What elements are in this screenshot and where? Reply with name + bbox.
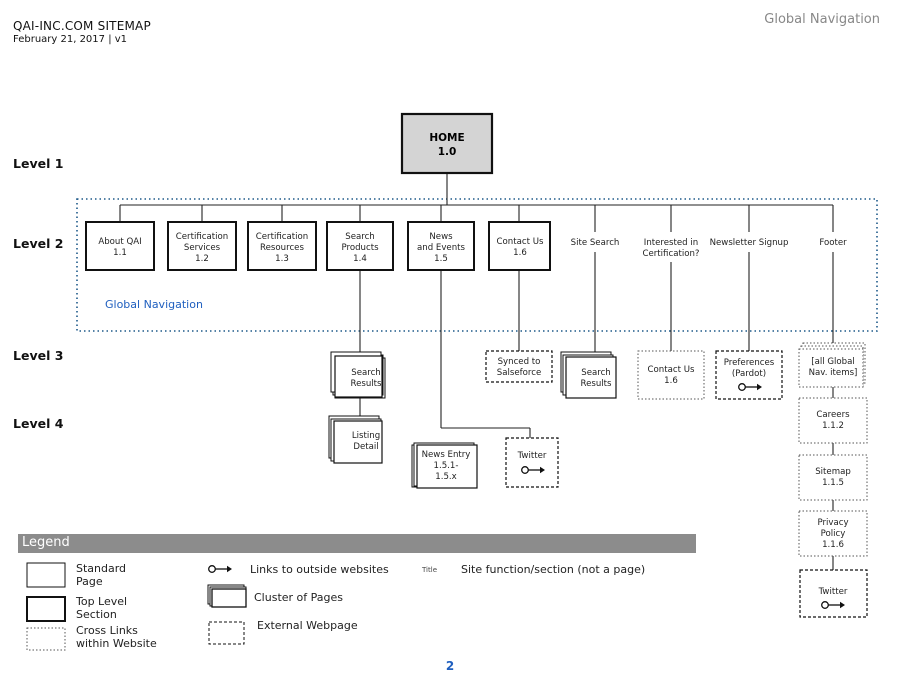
legend-top-level-swatch	[26, 596, 66, 622]
svg-text:1.5.x: 1.5.x	[435, 472, 456, 482]
legend-cluster-swatch	[207, 584, 247, 608]
svg-text:1.1.2: 1.1.2	[822, 421, 844, 431]
node-about-qai: About QAI 1.1	[85, 221, 155, 271]
node-search-results-site: Search Results	[560, 351, 617, 399]
svg-text:Certification: Certification	[256, 232, 308, 242]
svg-text:Search: Search	[345, 232, 375, 242]
node-certification-services: Certification Services 1.2	[167, 221, 237, 271]
node-interested-in-certification: Interested in Certification?	[642, 238, 699, 259]
node-careers: Careers 1.1.2	[798, 397, 868, 444]
legend-outside-link-icon	[208, 565, 233, 573]
legend-external-swatch	[208, 621, 245, 645]
svg-text:1.3: 1.3	[275, 254, 289, 264]
node-news-and-events: News and Events 1.5	[407, 221, 475, 271]
svg-text:Certification?: Certification?	[642, 249, 699, 259]
svg-text:Privacy: Privacy	[817, 518, 848, 528]
svg-text:1.5: 1.5	[434, 254, 448, 264]
svg-text:Careers: Careers	[816, 410, 850, 420]
svg-text:1.0: 1.0	[438, 146, 457, 158]
svg-text:News Entry: News Entry	[422, 450, 471, 460]
node-listing-detail: Listing Detail	[328, 415, 383, 464]
svg-text:1.1.5: 1.1.5	[822, 478, 844, 488]
svg-text:Products: Products	[341, 243, 379, 253]
svg-text:Contact Us: Contact Us	[648, 365, 695, 375]
global-navigation-region	[76, 198, 878, 332]
level-3-label: Level 3	[13, 348, 64, 363]
sitemap-title: QAI-INC.COM SITEMAP	[13, 19, 151, 33]
svg-text:1.4: 1.4	[353, 254, 367, 264]
node-preferences-pardot: Preferences (Pardot)	[715, 350, 783, 400]
svg-text:HOME: HOME	[429, 132, 464, 144]
svg-text:1.1: 1.1	[113, 248, 127, 258]
legend-symbols	[26, 562, 247, 651]
node-contact-us-crosslink: Contact Us 1.6	[637, 350, 705, 400]
node-search-results-products: Search Results	[330, 351, 386, 399]
svg-text:Results: Results	[580, 379, 612, 389]
node-news-entry: News Entry 1.5.1- 1.5.x	[411, 442, 478, 489]
legend-cluster-label: Cluster of Pages	[254, 591, 343, 604]
legend-cross-links-label: Cross Links within Website	[76, 624, 157, 650]
svg-text:Interested in: Interested in	[644, 238, 698, 248]
legend-title-sample: Title	[422, 566, 438, 574]
node-certification-resources: Certification Resources 1.3	[247, 221, 317, 271]
connector-lines	[119, 173, 834, 570]
node-newsletter-signup: Newsletter Signup	[710, 238, 789, 248]
legend-top-level-label: Top Level Section	[76, 595, 128, 621]
node-footer: Footer	[819, 238, 847, 248]
svg-text:Listing: Listing	[352, 431, 380, 441]
node-synced-to-salesforce: Synced to Salseforce	[485, 350, 553, 383]
svg-text:News: News	[429, 232, 453, 242]
svg-text:Salseforce: Salseforce	[497, 368, 542, 378]
legend-standard-label: Standard Page	[76, 562, 127, 588]
svg-text:Detail: Detail	[353, 442, 378, 452]
svg-text:1.2: 1.2	[195, 254, 209, 264]
legend-header: Legend	[18, 534, 696, 553]
svg-text:Policy: Policy	[821, 529, 846, 539]
node-privacy-policy: Privacy Policy 1.1.6	[798, 510, 868, 557]
level-1-label: Level 1	[13, 156, 64, 171]
legend-cross-links-swatch	[26, 627, 66, 651]
svg-text:Search: Search	[351, 368, 381, 378]
svg-text:and Events: and Events	[417, 243, 466, 253]
node-contact-us: Contact Us 1.6	[488, 221, 551, 271]
node-home: HOME 1.0	[400, 112, 494, 175]
node-sitemap: Sitemap 1.1.5	[798, 454, 868, 501]
svg-text:Twitter: Twitter	[517, 451, 547, 461]
svg-text:Contact Us: Contact Us	[497, 237, 544, 247]
legend-external-label: External Webpage	[257, 619, 358, 632]
page-number: 2	[445, 659, 455, 673]
legend-standard-swatch	[26, 562, 66, 588]
legend-title-desc: Site function/section (not a page)	[461, 563, 646, 576]
svg-text:Search: Search	[581, 368, 611, 378]
level-2-label: Level 2	[13, 236, 64, 251]
svg-text:1.6: 1.6	[664, 376, 678, 386]
node-twitter-footer: Twitter	[799, 569, 868, 618]
svg-text:Resources: Resources	[260, 243, 304, 253]
svg-text:1.5.1-: 1.5.1-	[434, 461, 459, 471]
svg-text:Synced to: Synced to	[498, 357, 541, 367]
svg-text:(Pardot): (Pardot)	[732, 369, 766, 379]
level-4-label: Level 4	[13, 416, 64, 431]
node-search-products: Search Products 1.4	[326, 221, 394, 271]
node-all-global-nav-items: [all Global Nav. items]	[798, 342, 866, 388]
svg-text:Nav. items]: Nav. items]	[809, 368, 858, 378]
node-site-search: Site Search	[571, 238, 620, 248]
section-name: Global Navigation	[764, 12, 880, 27]
svg-text:Twitter: Twitter	[818, 587, 848, 597]
svg-text:1.6: 1.6	[513, 248, 527, 258]
legend-outside-label: Links to outside websites	[250, 563, 389, 576]
svg-text:Certification: Certification	[176, 232, 228, 242]
svg-text:Preferences: Preferences	[724, 358, 775, 368]
svg-text:About QAI: About QAI	[98, 237, 141, 247]
svg-text:Services: Services	[184, 243, 221, 253]
svg-text:1.1.6: 1.1.6	[822, 540, 844, 550]
global-navigation-label: Global Navigation	[105, 298, 203, 311]
svg-text:[all Global: [all Global	[811, 357, 855, 367]
svg-text:Results: Results	[350, 379, 382, 389]
node-twitter-news: Twitter	[505, 437, 559, 488]
svg-text:Sitemap: Sitemap	[815, 467, 851, 477]
sitemap-date: February 21, 2017 | v1	[13, 34, 128, 45]
